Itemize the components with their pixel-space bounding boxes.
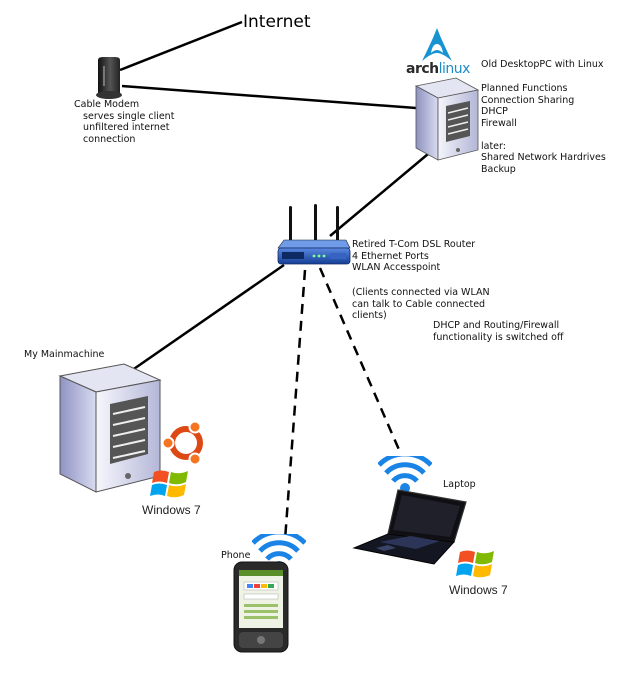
server-tower-icon bbox=[58, 363, 162, 493]
windows-logo-icon bbox=[456, 550, 494, 578]
internet-label: Internet bbox=[243, 12, 311, 32]
mainmachine-os: Windows 7 bbox=[142, 503, 201, 517]
link-internet-modem bbox=[119, 20, 243, 72]
arch-logo-icon bbox=[422, 28, 452, 61]
windows-logo-icon bbox=[150, 470, 188, 498]
laptop-label: Laptop bbox=[443, 479, 476, 490]
desktop-details: Planned Functions Connection Sharing DHC… bbox=[481, 83, 606, 175]
phone-label: Phone bbox=[221, 550, 251, 561]
router-note-2: DHCP and Routing/Firewall functionality … bbox=[433, 320, 564, 343]
laptop-os: Windows 7 bbox=[449, 583, 508, 597]
link-modem-desktop bbox=[121, 84, 417, 110]
arch-logo-word-arch: arch bbox=[406, 61, 439, 77]
link-desktop-router bbox=[329, 153, 429, 237]
modem-label: Cable Modem serves single client unfilte… bbox=[74, 99, 175, 145]
laptop-icon bbox=[352, 489, 467, 565]
router-icon bbox=[277, 204, 351, 265]
router-note: (Clients connected via WLAN can talk to … bbox=[352, 287, 490, 321]
link-router-mainmachine bbox=[127, 263, 285, 375]
mainmachine-label: My Mainmachine bbox=[24, 349, 105, 360]
wifi-icon bbox=[378, 456, 432, 493]
arch-logo-text: archlinux bbox=[406, 61, 470, 77]
wlan-link-phone bbox=[283, 269, 307, 541]
ubuntu-logo-icon bbox=[162, 420, 203, 466]
router-label: Retired T-Com DSL Router 4 Ethernet Port… bbox=[352, 239, 476, 273]
phone-icon bbox=[233, 561, 289, 653]
server-tower-icon bbox=[414, 77, 480, 161]
desktop-title: Old DesktopPC with Linux bbox=[481, 59, 604, 70]
arch-logo-word-linux: linux bbox=[438, 61, 471, 77]
cable-modem-icon bbox=[96, 57, 122, 99]
